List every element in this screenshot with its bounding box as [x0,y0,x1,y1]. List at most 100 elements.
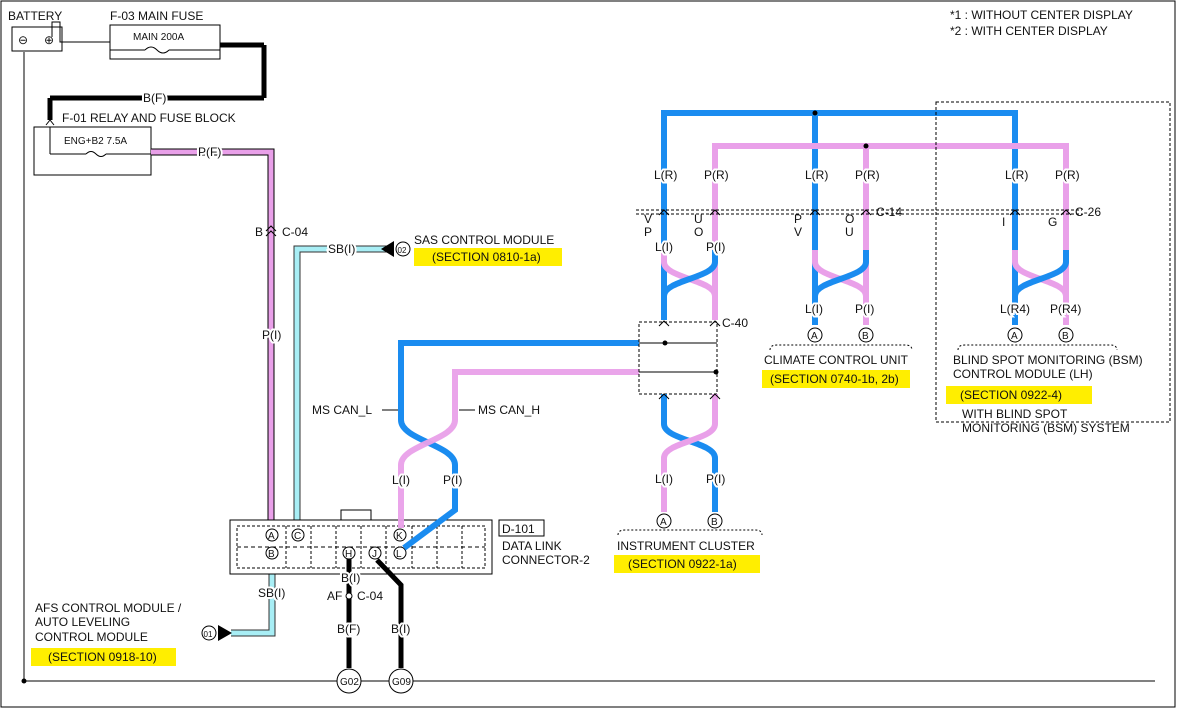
battery-pos-icon: ⊕ [44,33,54,47]
afs-line1: AFS CONTROL MODULE / [35,601,182,615]
sas-name: SAS CONTROL MODULE [414,233,554,247]
pin-c: C [294,531,301,542]
ref-02-circle [395,241,411,257]
bsm-opt1: WITH BLIND SPOT [962,407,1068,421]
cluster-mid-p: P(I) [706,240,725,254]
climate-bot-p: P(I) [855,302,874,316]
sas-section: (SECTION 0810-1a) [432,250,541,264]
bsm-section-highlight [946,386,1092,404]
wire-label-bi-2: B(I) [391,622,410,636]
note-with-display: *2 : WITH CENTER DISPLAY [950,24,1108,38]
cluster-section-highlight [614,555,760,573]
c04-top-label: C-04 [282,225,308,239]
cluster-pin-p2: O [694,225,703,239]
pin-k: K [396,531,403,542]
bsm-opt2: MONITORING (BSM) SYSTEM [962,421,1130,435]
wire-label-sbi: SB(I) [328,242,355,256]
bsm-conn: C-26 [1075,205,1101,219]
pin-j: J [372,549,377,560]
climate-pin-l2: V [794,225,802,239]
bsm-top-p: P(R) [1055,168,1080,182]
battery-label: BATTERY [8,9,62,23]
wire-label-bi: B(I) [341,571,360,585]
climate-term-b: B [862,331,869,342]
arrow-icon [218,625,232,641]
afs-section-highlight [31,648,176,666]
bsm-term-b: B [1062,331,1069,342]
relay-wire-label: P(F) [198,145,221,159]
afs-ref: 01 [204,630,213,639]
wire-label-pi-2: P(I) [443,473,462,487]
sas-ref: 02 [398,246,407,255]
main-fuse-box [109,24,221,60]
cluster-section: (SECTION 0922-1a) [628,557,737,571]
connector-chevrons [658,209,1072,400]
relay-fuse-rating: ENG+B2 7.5A [64,136,127,147]
main-fuse-wire-label: B(F) [143,91,166,105]
relay-block-box [33,126,152,176]
climate-twist [812,250,869,325]
climate-bot-l: L(I) [805,302,823,316]
ground-g02: G02 [340,677,359,688]
climate-term-a: A [811,331,818,342]
bsm-pin-l: I [1002,215,1005,229]
arrow-icon [381,241,394,257]
cluster-pin-p1: U [694,212,703,226]
bsm-option-box [935,101,1171,423]
climate-section-highlight [762,370,910,388]
pin-b: B [268,549,275,560]
bsm-top-l: L(R) [1005,168,1028,182]
climate-pin-p2: U [845,225,854,239]
c04-pin-b: B [255,225,263,239]
pin-a: A [268,531,275,542]
connector-chevron-icon [45,119,55,126]
cluster-top-l: L(R) [654,168,677,182]
wire-label-pi: P(I) [262,328,281,342]
cluster-twist [661,250,718,512]
cluster-name: INSTRUMENT CLUSTER [617,539,755,553]
fuse-icon [144,46,170,54]
ground-g09: G09 [392,677,411,688]
ms-can-l: MS CAN_L [312,403,372,417]
bsm-twist [1012,250,1069,325]
bsm-term-a: A [1011,331,1018,342]
dlc-line1: DATA LINK [502,539,562,553]
cluster-top-p: P(R) [704,168,729,182]
dlc-line2: CONNECTOR-2 [502,553,590,567]
climate-top-l: L(R) [805,168,828,182]
relay-block-title: F-01 RELAY AND FUSE BLOCK [62,111,236,125]
main-fuse-rating: MAIN 200A [133,32,184,43]
ground-g09-icon [388,668,414,694]
climate-name: CLIMATE CONTROL UNIT [764,353,909,367]
wire-label-li: L(I) [392,473,410,487]
dlc-latch [340,509,372,521]
pin-l: L [396,549,402,560]
wire-label-sbi-2: SB(I) [258,586,285,600]
battery-neg-icon: ⊖ [18,33,28,47]
climate-top-p: P(R) [855,168,880,182]
cluster-bot-l: L(I) [655,472,673,486]
ms-can-h: MS CAN_H [478,403,540,417]
cluster-term-a: A [660,517,667,528]
bsm-section: (SECTION 0922-4) [960,388,1062,402]
climate-pin-l1: P [794,212,802,226]
afs-section: (SECTION 0918-10) [48,650,157,664]
bsm-name2: CONTROL MODULE (LH) [953,367,1093,381]
bsm-pin-p: G [1048,215,1057,229]
sas-section-highlight [414,248,562,266]
battery-box [11,26,63,52]
ground-g02-icon [336,668,362,694]
cluster-pin-l1: V [644,212,652,226]
c40-connector [638,321,718,395]
ref-01-circle [201,625,217,641]
climate-section: (SECTION 0740-1b, 2b) [770,372,899,386]
connector-chevron-icon [265,225,277,237]
wire-label-bf: B(F) [337,622,360,636]
dlc-pins: A B C H J K L [265,528,407,560]
ground-node [21,678,27,684]
main-fuse-title: F-03 MAIN FUSE [110,9,203,23]
c40-label: C-40 [722,316,748,330]
